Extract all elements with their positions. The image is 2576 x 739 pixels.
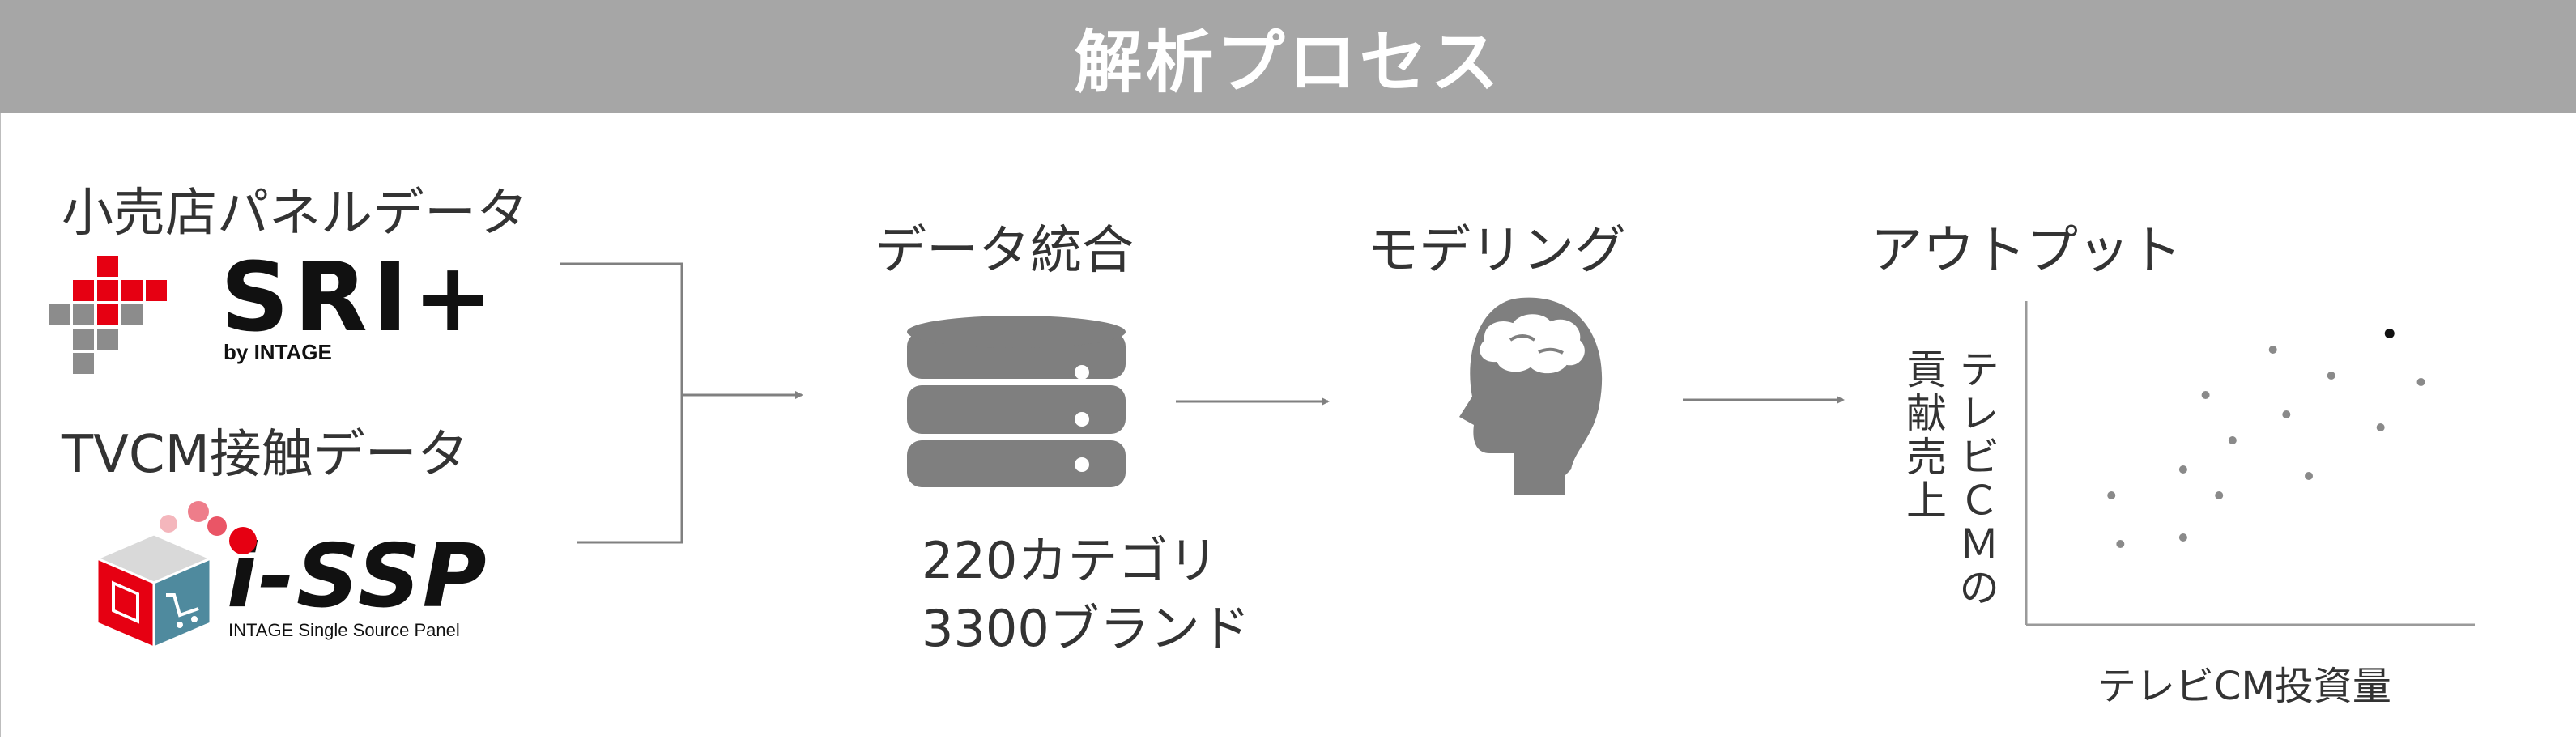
scatter-point <box>2201 391 2210 399</box>
title-bar: 解析プロセス <box>0 0 2576 113</box>
chart-x-label: テレビCM投資量 <box>2097 664 2391 709</box>
brain-head-icon <box>1459 297 1603 495</box>
tvcm-label: TVCM接触データ <box>62 425 469 485</box>
scatter-point <box>2376 423 2385 431</box>
retail-panel-label: 小売店パネルデータ <box>62 184 528 244</box>
scatter-point <box>2305 472 2314 480</box>
chart-y-label-line2: 貢献売上 <box>1900 348 1947 523</box>
brands-count: 3300ブランド <box>922 599 1250 658</box>
scatter-point <box>2384 329 2395 338</box>
database-icon <box>907 316 1126 487</box>
scatter-point <box>2282 410 2291 418</box>
scatter-point <box>2215 491 2224 499</box>
integration-label: データ統合 <box>875 221 1134 281</box>
scatter-point <box>2116 540 2125 548</box>
scatter-point <box>2107 491 2116 499</box>
scatter-points <box>2107 329 2425 548</box>
issp-cube-icon <box>94 501 257 650</box>
scatter-point <box>2228 436 2237 444</box>
scatter-point <box>2178 465 2187 474</box>
modeling-label: モデリング <box>1367 221 1626 281</box>
issp-logo-text: i-SSP <box>227 526 488 627</box>
scatter-point <box>2268 346 2277 354</box>
scatter-point <box>2327 372 2335 380</box>
scatter-point <box>2416 378 2425 386</box>
sri-logo-text: SRI+ <box>220 241 498 353</box>
output-label: アウトプット <box>1871 221 2182 281</box>
diagram-title: 解析プロセス <box>1074 22 1502 102</box>
categories-count: 220カテゴリ <box>922 531 1219 590</box>
issp-subtitle: INTAGE Single Source Panel <box>228 620 460 640</box>
scatter-axes <box>2025 301 2475 626</box>
input-bracket <box>560 262 683 544</box>
sri-grid-icon <box>49 256 167 374</box>
chart-y-label-line1: テレビＣＭの <box>1952 348 1999 610</box>
sri-by-text: by INTAGE <box>224 340 332 364</box>
scatter-point <box>2178 533 2187 542</box>
